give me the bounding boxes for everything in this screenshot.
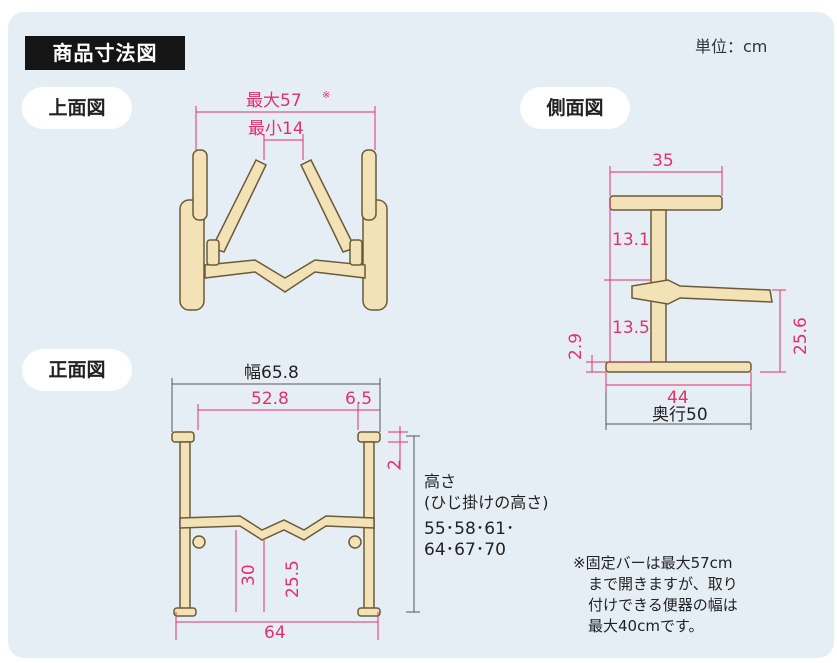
note-line-3: 付けできる便器の幅は	[573, 596, 738, 614]
height-subtitle: (ひじ掛けの高さ)	[424, 493, 549, 512]
top-view-label: 上面図	[22, 87, 132, 129]
side-top-width: 35	[652, 151, 674, 171]
note-line-4: 最大40cmです。	[573, 617, 704, 635]
height-values-2: 64･67･70	[424, 540, 506, 560]
diagram-panel	[8, 12, 834, 658]
note-line-2: まで開きますが、取り	[573, 575, 738, 593]
side-depth-dim	[605, 392, 752, 430]
side-view-drawing	[605, 195, 773, 373]
front-top-thickness: 2	[385, 459, 405, 470]
top-max-dim: 最大57	[246, 91, 302, 111]
side-armrest-height: 25.6	[791, 317, 811, 355]
front-width: 幅65.8	[244, 363, 299, 383]
side-depth: 奥行50	[652, 405, 708, 425]
top-min-dim: 最小14	[248, 119, 304, 139]
front-bottom-width: 64	[264, 623, 286, 643]
front-view-dimensions	[175, 404, 408, 640]
footnote: ※固定バーは最大57cm まで開きますが、取り 付けできる便器の幅は 最大40c…	[573, 553, 738, 637]
top-max-mark: ※	[322, 90, 330, 101]
top-view-drawing	[179, 149, 388, 311]
front-view-drawing	[171, 431, 381, 617]
side-upper-height: 13.1	[612, 230, 650, 250]
page-title: 商品寸法図	[25, 36, 185, 70]
height-values-1: 55･58･61･	[424, 519, 515, 539]
side-base-length: 44	[667, 388, 689, 408]
top-view-dimensions	[195, 106, 376, 160]
front-height-30: 30	[239, 564, 259, 586]
side-view-dimensions	[586, 166, 786, 392]
height-spec: 高さ (ひじ掛けの高さ) 55･58･61･ 64･67･70	[424, 471, 549, 561]
side-lower-height: 13.5	[612, 318, 650, 338]
front-height-255: 25.5	[283, 560, 303, 598]
front-inner-width: 52.8	[251, 389, 289, 409]
front-side-offset: 6.5	[345, 389, 372, 409]
unit-label: 単位：cm	[695, 37, 768, 56]
front-view-label: 正面図	[22, 349, 132, 391]
note-line-1: ※固定バーは最大57cm	[573, 554, 733, 572]
side-view-label: 側面図	[520, 87, 630, 129]
height-title: 高さ	[424, 472, 457, 491]
front-width-dim	[171, 378, 420, 613]
side-base-offset: 2.9	[566, 333, 586, 360]
